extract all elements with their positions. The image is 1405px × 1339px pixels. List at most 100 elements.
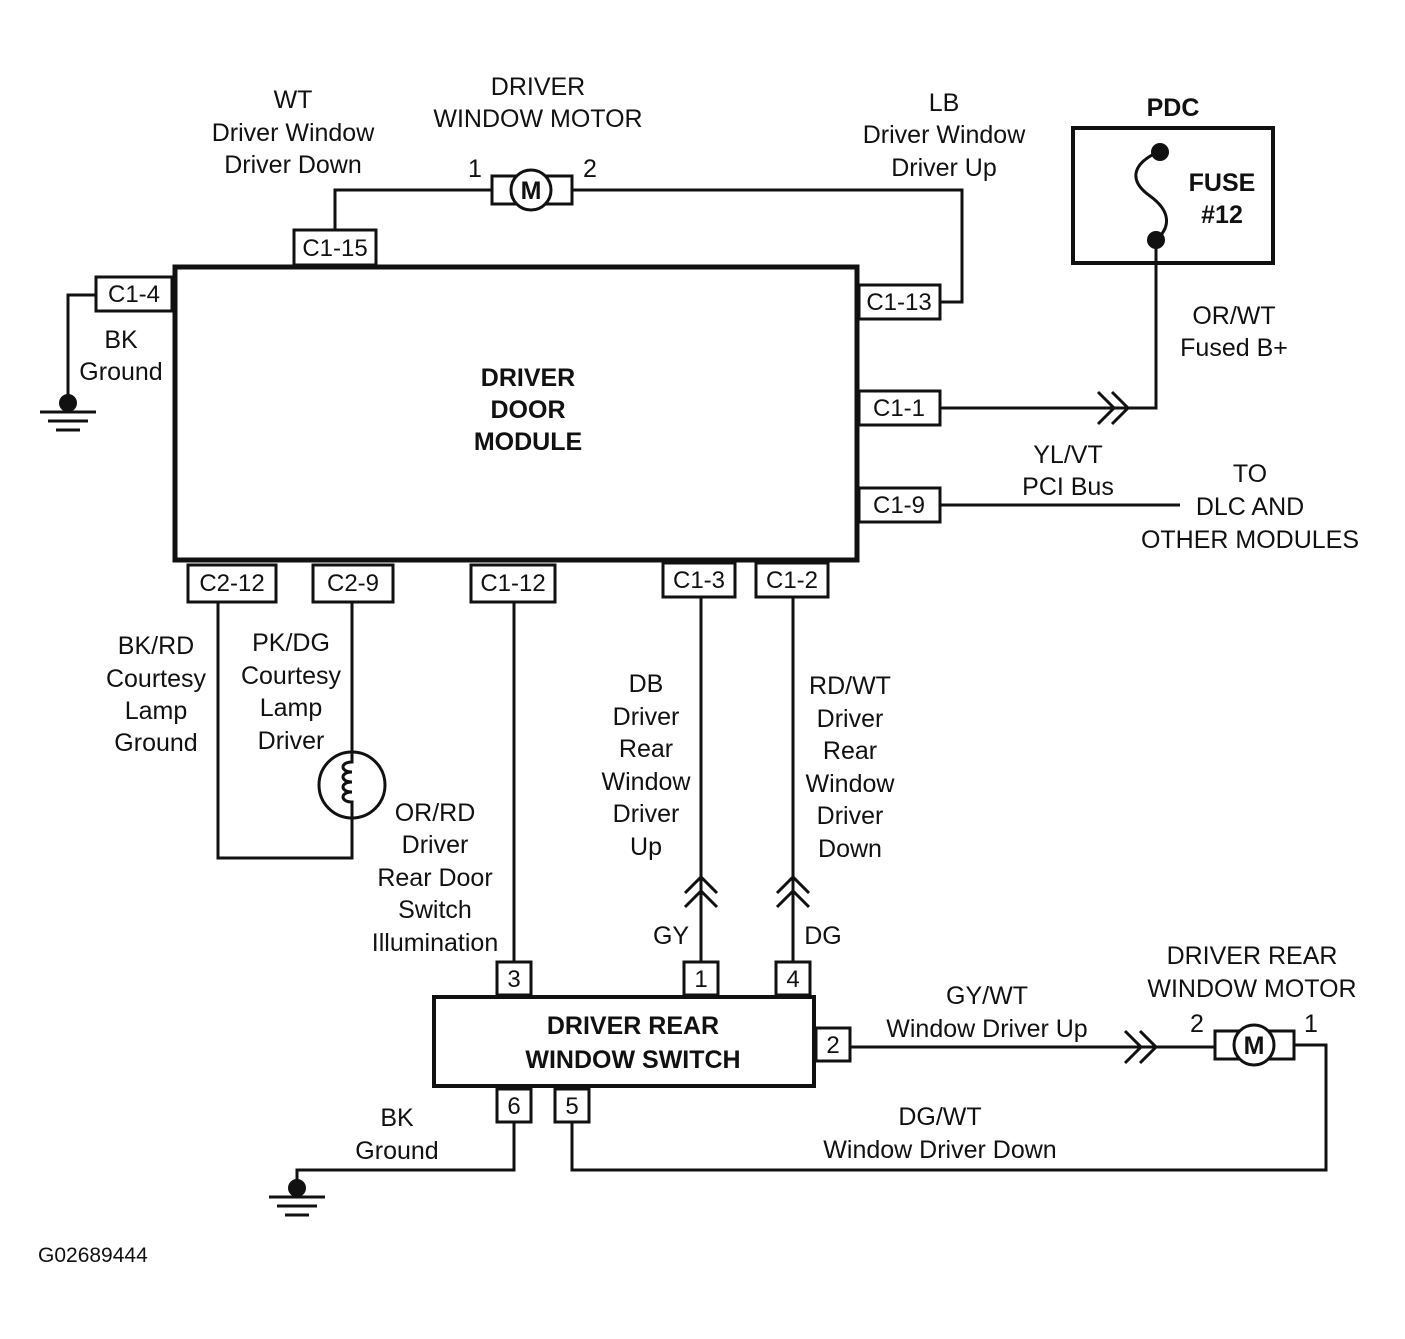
svg-text:Ground: Ground (79, 358, 162, 386)
svg-text:Driver Window: Driver Window (212, 119, 375, 147)
svg-text:RD/WT: RD/WT (809, 672, 891, 700)
connector-c1-2: C1-2 (754, 561, 830, 599)
wire-wt-driver-down (333, 188, 492, 230)
svg-text:Fused B+: Fused B+ (1180, 334, 1288, 362)
svg-text:Down: Down (818, 835, 882, 863)
svg-text:Driver: Driver (258, 727, 325, 755)
figure-id: G02689444 (38, 1244, 148, 1267)
fuse-label: FUSE (1189, 169, 1256, 197)
svg-text:5: 5 (565, 1093, 578, 1120)
connector-c2-9: C2-9 (311, 563, 395, 604)
svg-text:Window: Window (806, 770, 896, 798)
svg-text:BK/RD: BK/RD (118, 632, 194, 660)
driver-rear-window-motor: M (1213, 1023, 1296, 1067)
svg-text:Ground: Ground (114, 729, 197, 757)
connector-db-gy-inline-2 (683, 888, 719, 909)
svg-text:1: 1 (694, 966, 707, 993)
svg-text:Driver Up: Driver Up (891, 154, 997, 182)
connector-c1-3: C1-3 (661, 561, 737, 599)
ground-icon (40, 394, 96, 432)
svg-text:DB: DB (629, 670, 664, 698)
driver-window-motor-title: DRIVER (491, 73, 585, 101)
svg-text:C1-9: C1-9 (873, 492, 925, 519)
label-pk-dg-courtesy-driver: PK/DG Courtesy Lamp Driver (241, 629, 342, 755)
connector-c1-13: C1-13 (857, 283, 942, 321)
svg-text:TO: TO (1233, 460, 1267, 488)
switch-label-line: WINDOW SWITCH (525, 1046, 740, 1074)
svg-text:DLC AND: DLC AND (1196, 493, 1304, 521)
label-db-rear-window-up: DB Driver Rear Window Driver Up (602, 670, 692, 861)
svg-text:C1-1: C1-1 (873, 395, 925, 422)
svg-text:Courtesy: Courtesy (241, 662, 342, 690)
driver-door-module (172, 264, 860, 563)
label-bk-rd-courtesy-ground: BK/RD Courtesy Lamp Ground (106, 632, 207, 757)
connector-c1-4: C1-4 (94, 275, 174, 313)
connector-gy-wt-inline-2 (1138, 1029, 1159, 1065)
connector-c1-1-inline-2 (1110, 390, 1131, 426)
svg-text:Driver: Driver (817, 705, 884, 733)
wire-bk-rd-courtesy-ground (216, 602, 354, 860)
svg-text:Rear: Rear (619, 735, 673, 763)
module-label-line: DRIVER (481, 364, 575, 392)
svg-text:Driver: Driver (613, 703, 680, 731)
switch-pin-5: 5 (553, 1087, 591, 1124)
svg-text:WT: WT (274, 86, 313, 114)
module-label-line: MODULE (474, 428, 582, 456)
svg-text:C1-12: C1-12 (480, 570, 545, 597)
connector-c1-1-inline (1096, 390, 1117, 426)
svg-text:Rear: Rear (823, 737, 877, 765)
label-wt-driver-down: WT Driver Window Driver Down (212, 86, 375, 179)
svg-text:Up: Up (630, 833, 662, 861)
courtesy-lamp-icon (317, 750, 387, 820)
svg-text:Driver: Driver (817, 802, 884, 830)
svg-text:Illumination: Illumination (372, 929, 498, 957)
connector-c1-1: C1-1 (857, 389, 942, 427)
label-lb-driver-up: LB Driver Window Driver Up (863, 89, 1026, 182)
motor-pin-label: 2 (1190, 1010, 1204, 1038)
svg-text:6: 6 (507, 1093, 520, 1120)
wire-dg-wt-window-down (570, 1043, 1328, 1172)
driver-window-motor-title: WINDOW MOTOR (433, 105, 642, 133)
label-gy: GY (653, 922, 689, 950)
label-or-wt-fused-b: OR/WT Fused B+ (1180, 302, 1288, 362)
motor-symbol: M (521, 177, 542, 205)
svg-text:C1-4: C1-4 (108, 281, 160, 308)
svg-text:Driver: Driver (402, 831, 469, 859)
svg-text:Driver Window: Driver Window (863, 121, 1026, 149)
module-label-line: DOOR (491, 396, 566, 424)
svg-text:3: 3 (507, 966, 520, 993)
svg-text:OR/WT: OR/WT (1192, 302, 1275, 330)
driver-rear-window-motor-title: WINDOW MOTOR (1147, 975, 1356, 1003)
driver-rear-window-motor-title: DRIVER REAR (1167, 942, 1338, 970)
svg-text:Lamp: Lamp (125, 697, 188, 725)
driver-window-motor: M (490, 168, 574, 212)
label-bk-ground-switch: BK Ground (355, 1104, 438, 1165)
svg-text:OR/RD: OR/RD (395, 799, 476, 827)
svg-text:BK: BK (380, 1104, 414, 1132)
connector-c2-12: C2-12 (186, 563, 278, 604)
svg-text:Rear Door: Rear Door (377, 864, 492, 892)
svg-text:YL/VT: YL/VT (1033, 441, 1102, 469)
svg-text:C1-15: C1-15 (302, 235, 367, 262)
motor-pin-label: 1 (1304, 1010, 1318, 1038)
svg-text:Lamp: Lamp (260, 694, 323, 722)
svg-text:C1-13: C1-13 (866, 289, 931, 316)
connector-db-gy-inline (683, 874, 719, 895)
svg-text:Switch: Switch (398, 896, 472, 924)
switch-pin-4: 4 (774, 960, 812, 997)
svg-text:Driver Down: Driver Down (224, 151, 362, 179)
svg-text:BK: BK (104, 326, 138, 354)
switch-pin-3: 3 (495, 960, 533, 997)
connector-c1-12: C1-12 (469, 563, 557, 604)
connector-rd-dg-inline-2 (775, 888, 811, 909)
svg-text:C2-9: C2-9 (327, 570, 379, 597)
switch-label-line: DRIVER REAR (547, 1012, 719, 1040)
svg-text:Driver: Driver (613, 800, 680, 828)
svg-text:C1-3: C1-3 (673, 567, 725, 594)
svg-text:Window: Window (602, 768, 692, 796)
svg-text:C2-12: C2-12 (199, 570, 264, 597)
label-rd-wt-rear-window-down: RD/WT Driver Rear Window Driver Down (806, 672, 896, 863)
switch-pin-1: 1 (682, 960, 720, 997)
svg-text:Courtesy: Courtesy (106, 665, 207, 693)
svg-text:Window Driver Up: Window Driver Up (886, 1015, 1087, 1043)
